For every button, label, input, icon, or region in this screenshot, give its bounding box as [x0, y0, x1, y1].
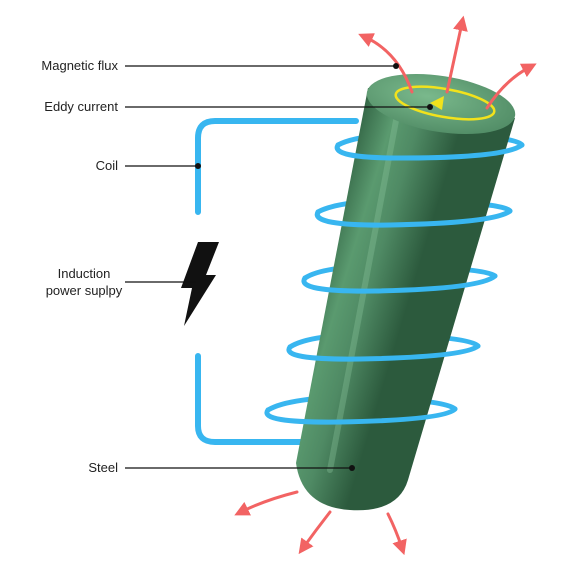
- label-magnetic-flux: Magnetic flux: [41, 58, 118, 73]
- leader-lines: [125, 65, 430, 469]
- label-eddy-current: Eddy current: [44, 99, 118, 114]
- flux-arrow-top-left: [358, 33, 414, 94]
- eddy-current-arrow-icon: [430, 96, 444, 110]
- coil-lead-top: [195, 118, 359, 215]
- steel-rod: [296, 88, 515, 511]
- leader-dots: [195, 63, 433, 471]
- label-coil: Coil: [95, 158, 118, 173]
- flux-arrow-bottom-left: [234, 490, 299, 516]
- magnetic-flux-arrows: [234, 15, 537, 556]
- label-induction-line-1: Induction: [57, 266, 111, 281]
- label-induction-line-2: power suplpy: [45, 283, 123, 298]
- label-steel: Steel: [88, 460, 118, 475]
- flux-arrow-top-center: [445, 15, 468, 94]
- label-induction-power-supply: Induction power suplpy: [40, 265, 128, 299]
- coil-front-turns: [264, 142, 525, 425]
- lightning-bolt-icon: [181, 242, 219, 326]
- flux-arrow-bottom-center: [298, 510, 332, 555]
- flux-arrow-bottom-right: [386, 512, 407, 556]
- flux-arrow-top-right: [485, 63, 537, 110]
- coil-lead-bottom: [195, 353, 303, 445]
